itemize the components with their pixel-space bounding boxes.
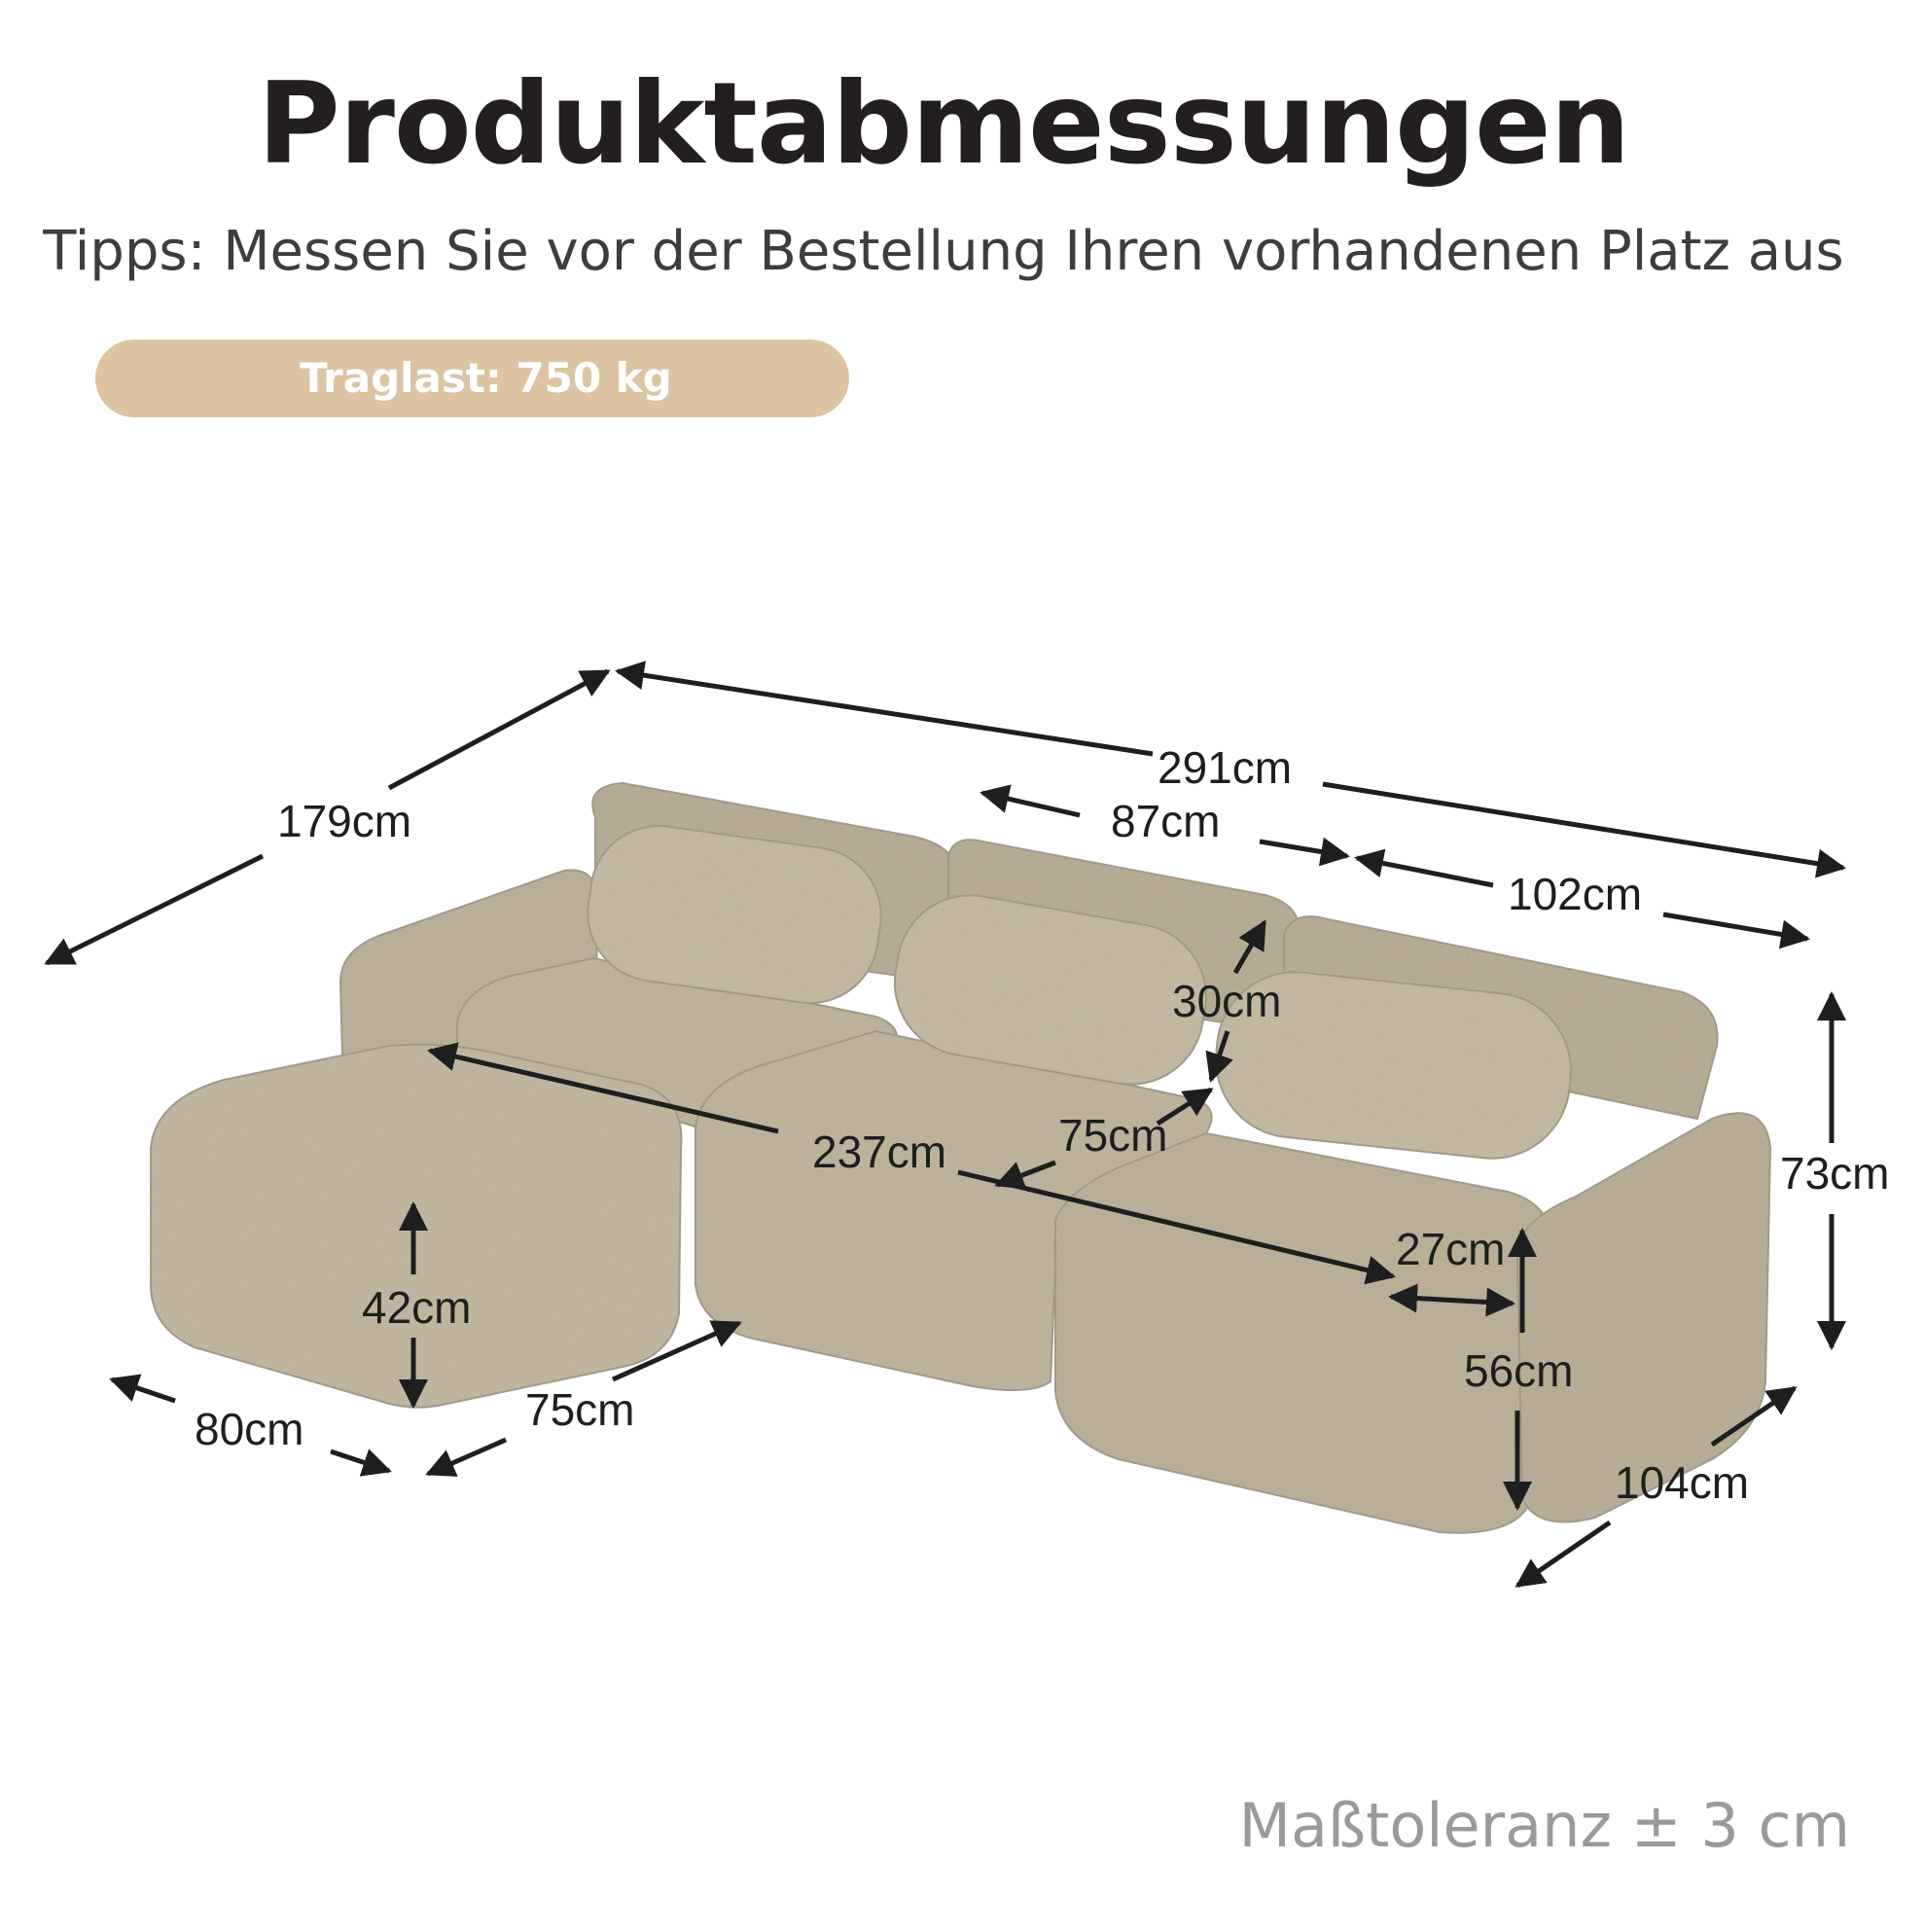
arrow-102-right [1662,912,1810,949]
dimension-labels: 291cm 179cm 87cm 102cm 30cm 237cm 75cm 7… [195,742,1889,1508]
tolerance-note: Maßtoleranz ± 3 cm [1238,1790,1850,1861]
arrow-75-seat-up [1156,1087,1214,1127]
arrow-27 [1388,1283,1515,1317]
dim-30cm-label: 30cm [1172,976,1281,1026]
arrow-237-left [427,1042,779,1134]
sofa-illustration [150,781,1772,1534]
arrow-75-ottoman-up [611,1320,742,1382]
arrow-75-ottoman-down [425,1437,508,1477]
armrest-right [1515,1112,1772,1523]
dim-42cm-label: 42cm [362,1282,471,1333]
cushion-left [587,824,882,1005]
dim-80cm-label: 80cm [195,1404,303,1454]
dim-27cm-label: 27cm [1396,1224,1505,1274]
arrow-104-down [1514,1520,1612,1589]
arrow-30-up [1232,919,1267,975]
dim-73cm-label: 73cm [1780,1148,1889,1199]
dim-104cm-label: 104cm [1615,1457,1749,1508]
seat-right [1054,1131,1550,1534]
dim-87cm-label: 87cm [1111,796,1220,846]
dim-179cm-label: 179cm [277,796,411,846]
page-subtitle: Tipps: Messen Sie vor der Bestellung Ihr… [43,220,1844,283]
dim-237cm-label: 237cm [812,1127,946,1177]
arrow-179-up [387,668,611,791]
dim-56cm-label: 56cm [1464,1345,1573,1396]
page-title: Produktabmessungen [257,58,1631,190]
arrow-102-left [1354,848,1494,888]
ottoman [150,1043,683,1409]
arrow-80-right [330,1449,392,1477]
dim-291cm-label: 291cm [1158,742,1292,793]
cushion-right [1215,971,1572,1160]
cushion-middle [893,894,1207,1086]
arrow-104-up [1710,1385,1798,1448]
load-capacity-text: Traglast: 750 kg [300,354,672,402]
dim-102cm-label: 102cm [1508,869,1642,919]
arrow-75-seat-down [994,1160,1056,1190]
arrow-291-left [615,661,1154,757]
dim-75cm-seat-label: 75cm [1058,1110,1167,1161]
arrow-179-down [44,853,265,966]
dimension-arrows [44,661,1846,1589]
load-capacity-badge: Traglast: 750 kg [95,340,849,417]
arrow-87-left [980,784,1081,818]
arrow-30-down [1205,1030,1233,1083]
arrow-291-right [1322,781,1846,878]
arrow-87-right [1259,837,1350,867]
dim-75cm-ottoman-label: 75cm [525,1384,634,1435]
arrow-80-left [109,1374,176,1404]
arrow-237-right [957,1169,1396,1285]
